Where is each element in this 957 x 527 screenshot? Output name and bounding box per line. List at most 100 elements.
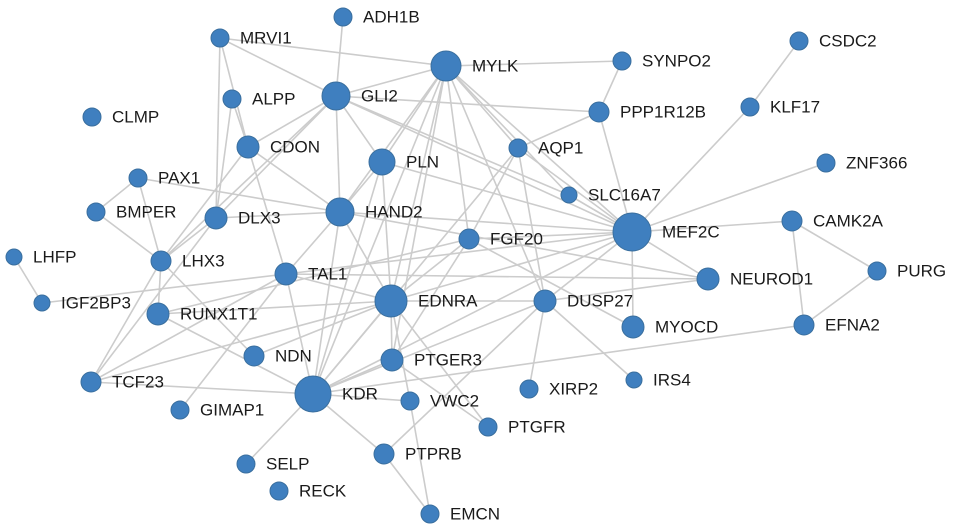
edge-dusp27-ptprb <box>383 300 546 455</box>
node-circle <box>458 228 480 250</box>
edge-hand2-ednra <box>339 211 392 302</box>
node-ptger3: PTGER3 <box>380 348 482 372</box>
node-camk2a: CAMK2A <box>781 210 884 232</box>
node-vwc2: VWC2 <box>400 391 479 411</box>
edge-gli2-dlx3 <box>215 95 337 219</box>
edge-fgf20-ednra <box>390 238 470 302</box>
node-label: KDR <box>342 385 378 404</box>
node-slc16a7: SLC16A7 <box>560 186 661 205</box>
edge-mrvi1-mylk <box>219 37 447 67</box>
node-label: ZNF366 <box>846 154 907 173</box>
node-circle <box>222 89 242 109</box>
node-label: DUSP27 <box>567 292 633 311</box>
node-circle <box>210 28 230 48</box>
node-label: LHX3 <box>182 252 225 271</box>
edge-hand2-kdr <box>312 211 341 395</box>
edge-cdon-hand2 <box>247 146 341 213</box>
edge-gli2-ppp1r12b <box>335 95 600 113</box>
node-circle <box>430 50 462 82</box>
node-circle <box>170 400 190 420</box>
edge-cdon-tal1 <box>247 146 287 275</box>
node-label: CLMP <box>112 108 159 127</box>
node-znf366: ZNF366 <box>816 153 907 173</box>
edge-lhx3-tcf23 <box>90 260 162 383</box>
node-tcf23: TCF23 <box>80 371 164 393</box>
edge-ppp1r12b-aqp1 <box>517 111 600 149</box>
node-lhx3: LHX3 <box>150 250 225 272</box>
edge-mef2c-camk2a <box>631 220 793 233</box>
node-circle <box>380 348 404 372</box>
edge-mylk-synpo2 <box>445 60 623 67</box>
node-circle <box>150 250 172 272</box>
edge-csdc2-klf17 <box>749 40 800 108</box>
edge-mef2c-fgf20 <box>468 231 633 240</box>
node-label: CSDC2 <box>819 32 877 51</box>
edge-mef2c-kdr <box>312 231 633 395</box>
node-pln: PLN <box>368 148 439 176</box>
node-label: CAMK2A <box>813 212 884 231</box>
node-circle <box>533 289 557 313</box>
node-label: MYLK <box>472 57 519 76</box>
edge-dlx3-tcf23 <box>90 217 217 383</box>
node-circle <box>696 267 720 291</box>
edge-ptger3-ptgfr <box>391 359 489 428</box>
edge-neurod1-dusp27 <box>544 278 709 302</box>
node-dusp27: DUSP27 <box>533 289 633 313</box>
edge-mylk-kdr <box>312 65 447 395</box>
node-circle <box>294 375 332 413</box>
edge-cdon-lhx3 <box>160 146 249 262</box>
edge-ednra-kdr <box>312 300 392 395</box>
node-label: SLC16A7 <box>588 186 661 205</box>
node-circle <box>508 138 528 158</box>
node-ednra: EDNRA <box>374 284 478 318</box>
node-circle <box>82 107 102 127</box>
node-fgf20: FGF20 <box>458 228 543 250</box>
node-reck: RECK <box>269 481 347 501</box>
edge-bmper-lhx3 <box>95 211 162 262</box>
node-csdc2: CSDC2 <box>789 31 877 51</box>
node-circle <box>269 481 289 501</box>
edge-camk2a-efna2 <box>791 220 805 326</box>
node-label: FGF20 <box>490 230 543 249</box>
node-circle <box>243 345 265 367</box>
node-aqp1: AQP1 <box>508 138 583 158</box>
node-clmp: CLMP <box>82 107 159 127</box>
edge-pln-ednra <box>381 161 392 302</box>
edge-mef2c-ednra <box>390 231 633 302</box>
edge-tal1-tcf23 <box>90 273 287 383</box>
node-circle <box>325 197 355 227</box>
node-circle <box>33 294 51 312</box>
node-label: PPP1R12B <box>620 103 706 122</box>
node-label: PAX1 <box>158 169 200 188</box>
node-kdr: KDR <box>294 375 378 413</box>
node-circle <box>740 97 760 117</box>
node-label: AQP1 <box>538 139 583 158</box>
edge-fgf20-runx1t1 <box>157 238 470 315</box>
node-circle <box>519 379 539 399</box>
node-label: NEUROD1 <box>730 270 813 289</box>
edge-klf17-mef2c <box>631 106 751 233</box>
edge-ednra-ptgfr <box>390 300 489 428</box>
node-circle <box>789 31 809 51</box>
node-label: SELP <box>266 455 309 474</box>
node-circle <box>321 81 351 111</box>
node-label: ADH1B <box>363 8 420 27</box>
node-label: BMPER <box>116 203 176 222</box>
node-label: KLF17 <box>770 98 820 117</box>
node-circle <box>793 314 815 336</box>
node-ppp1r12b: PPP1R12B <box>588 101 706 123</box>
node-label: PURG <box>897 262 946 281</box>
node-runx1t1: RUNX1T1 <box>146 302 257 326</box>
node-ndn: NDN <box>243 345 312 367</box>
edge-gli2-slc16a7 <box>335 95 570 196</box>
edge-mylk-mef2c <box>445 65 633 233</box>
node-gli2: GLI2 <box>321 81 398 111</box>
edge-pax1-hand2 <box>137 177 341 213</box>
edge-pln-kdr <box>312 161 383 395</box>
edge-kdr-tcf23 <box>90 381 314 395</box>
node-circle <box>816 153 836 173</box>
node-circle <box>478 417 498 437</box>
edge-gli2-hand2 <box>335 95 341 213</box>
